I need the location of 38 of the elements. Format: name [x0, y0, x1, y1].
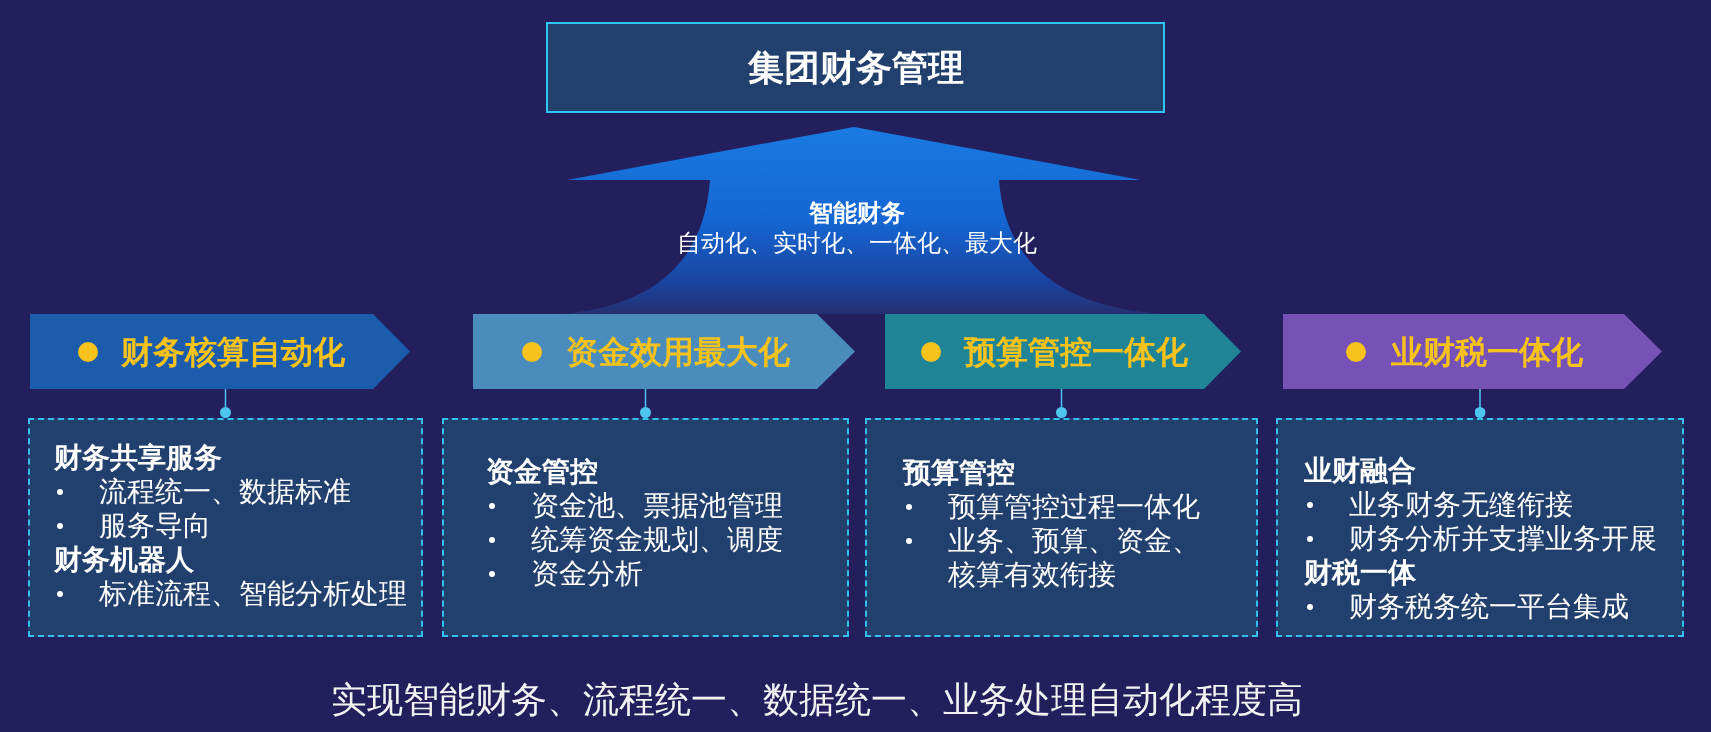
chevron-banner	[473, 314, 855, 389]
list-item-text: 标准流程、智能分析处理	[99, 577, 407, 611]
caption: 实现智能财务、流程统一、数据统一、业务处理自动化程度高	[331, 678, 1303, 722]
dashed-panel	[442, 418, 849, 637]
list-item-text: 流程统一、数据标准	[99, 475, 351, 509]
banner-heading: 智能财务	[809, 199, 905, 227]
connector-line	[1056, 388, 1067, 419]
list-item-text: 资金池、票据池管理	[531, 489, 783, 523]
section-label: 资金效用最大化	[566, 331, 790, 372]
panel-heading: 财税一体	[1304, 556, 1416, 590]
list-item-text: 资金分析	[531, 557, 643, 591]
panel-heading: 业财融合	[1304, 454, 1416, 488]
connector-line	[1474, 388, 1486, 419]
banner-subheading: 自动化、实时化、一体化、最大化	[677, 229, 1037, 257]
list-item-text: 服务导向	[99, 509, 211, 543]
list-item-text: 统筹资金规划、调度	[531, 523, 783, 557]
panel-heading: 资金管控	[486, 455, 598, 489]
dashed-panel	[28, 418, 423, 637]
list-item-text: 业务、预算、资金、核算有效衔接	[948, 524, 1201, 592]
panel-heading: 财务机器人	[54, 543, 194, 577]
list-item-text: 预算管控过程一体化	[948, 490, 1200, 524]
panel-heading: 预算管控	[903, 456, 1015, 490]
list-item-text: 业务财务无缝衔接	[1349, 488, 1573, 522]
dashed-panel	[865, 418, 1258, 637]
list-item-text: 财务税务统一平台集成	[1349, 590, 1629, 624]
chevron-banner	[1283, 314, 1662, 389]
dashed-panel	[1276, 418, 1684, 637]
connector-line	[640, 388, 651, 419]
panel-heading: 财务共享服务	[54, 441, 222, 475]
section-label: 预算管控一体化	[964, 331, 1188, 372]
section-label: 财务核算自动化	[121, 331, 345, 372]
connector-line	[220, 388, 231, 419]
section-label: 业财税一体化	[1391, 331, 1583, 372]
chevron-banner	[885, 314, 1241, 389]
main-heading: 集团财务管理	[747, 45, 964, 90]
chevron-banner	[30, 314, 410, 389]
title-panel	[546, 22, 1165, 113]
list-item-text: 财务分析并支撑业务开展	[1349, 522, 1657, 556]
